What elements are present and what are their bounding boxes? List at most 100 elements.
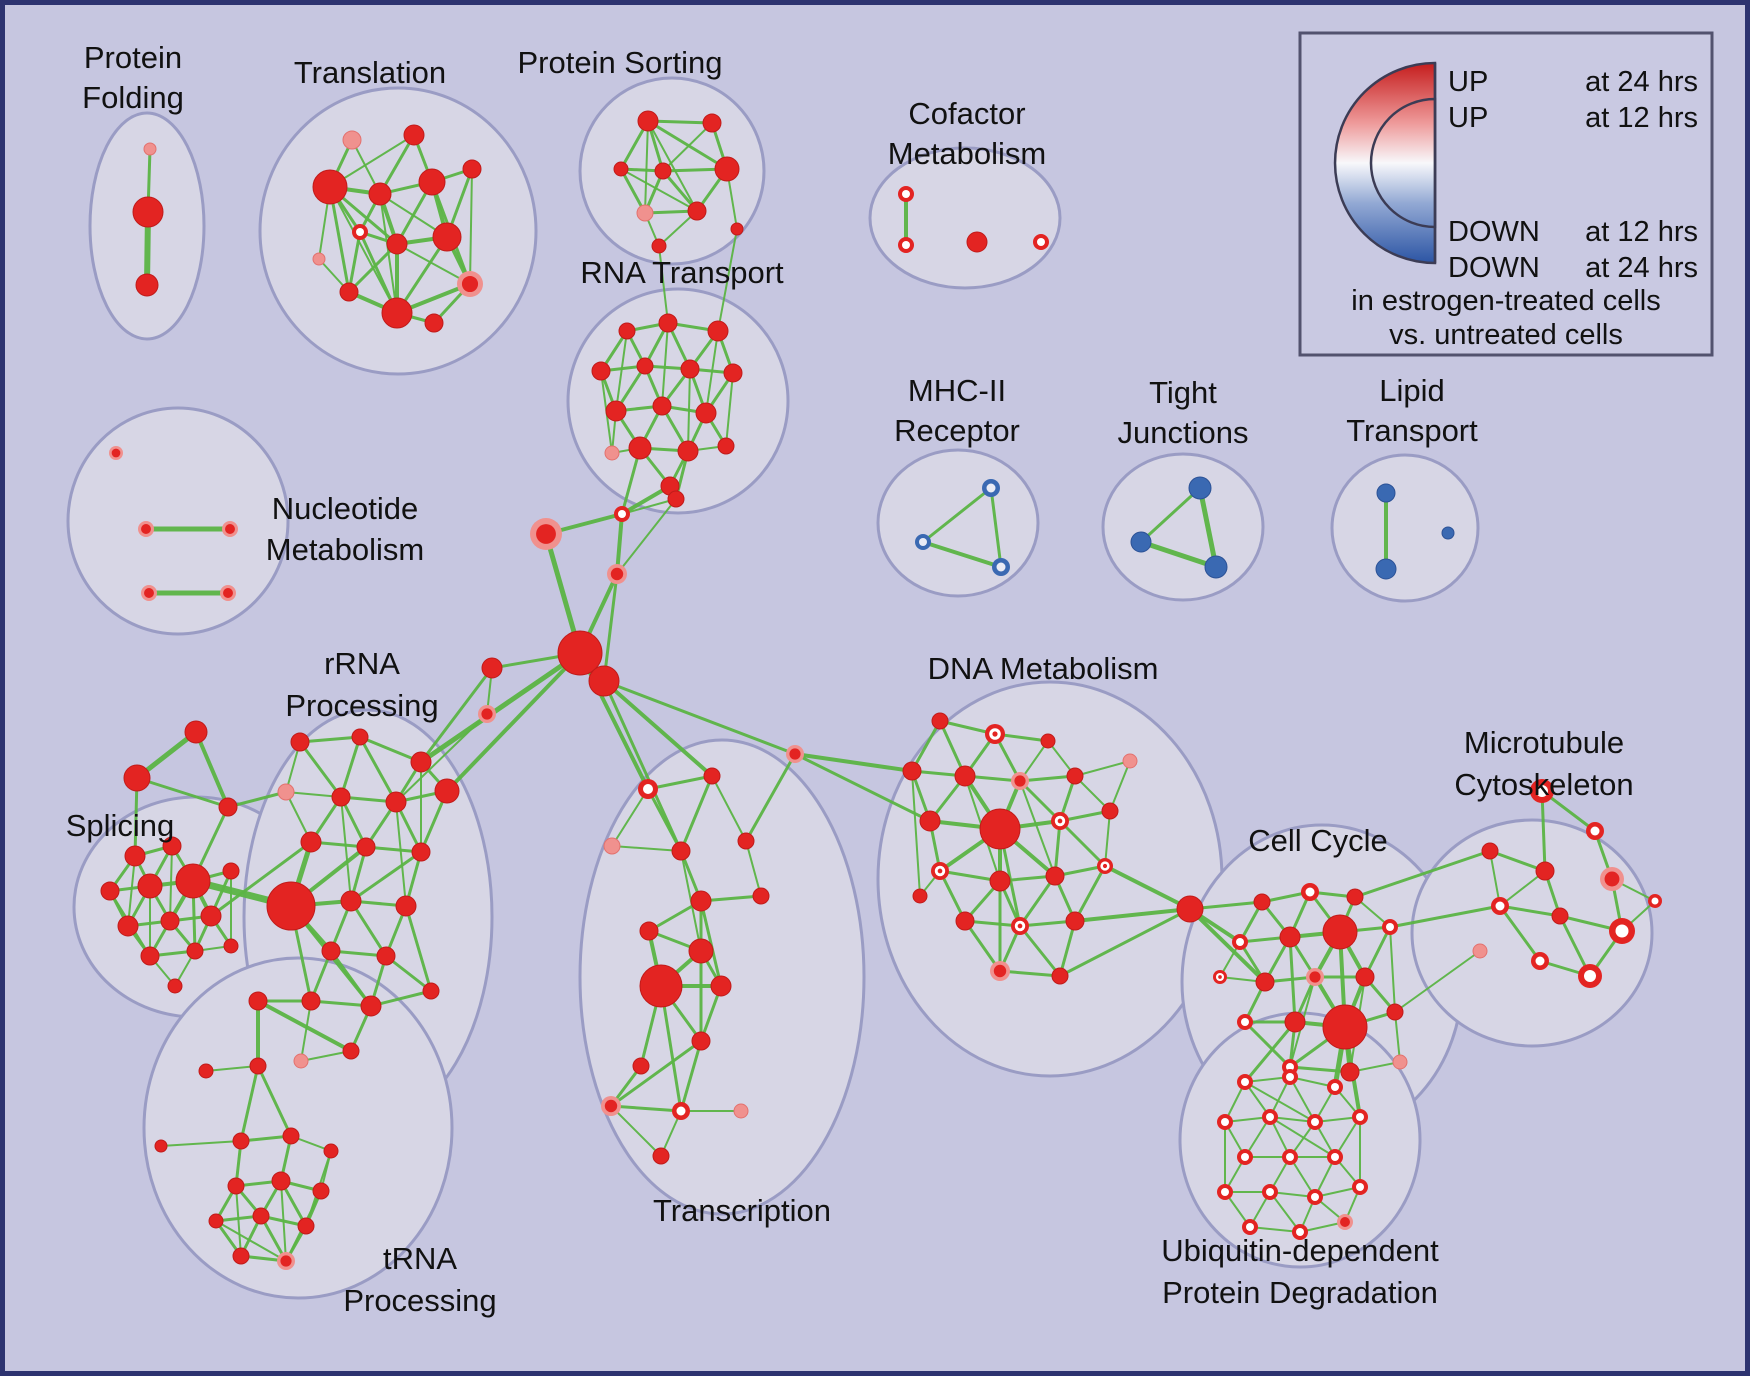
gene-node[interactable] [1472, 943, 1488, 959]
gene-node[interactable] [985, 724, 1005, 744]
gene-node[interactable] [376, 946, 396, 966]
gene-node[interactable] [248, 991, 268, 1011]
gene-node[interactable] [282, 1127, 300, 1145]
gene-node[interactable] [723, 363, 743, 383]
gene-node[interactable] [1337, 1214, 1353, 1230]
gene-node[interactable] [714, 156, 740, 182]
gene-node[interactable] [695, 402, 717, 424]
gene-node[interactable] [1322, 914, 1358, 950]
gene-node[interactable] [667, 490, 685, 508]
gene-node[interactable] [1375, 558, 1397, 580]
gene-node[interactable] [1262, 1109, 1278, 1125]
gene-node[interactable] [1097, 858, 1113, 874]
gene-node[interactable] [752, 887, 770, 905]
gene-node[interactable] [360, 995, 382, 1017]
gene-node[interactable] [717, 437, 735, 455]
gene-node[interactable] [222, 521, 238, 537]
gene-node[interactable] [232, 1132, 250, 1150]
gene-node[interactable] [331, 787, 351, 807]
gene-node[interactable] [227, 1177, 245, 1195]
gene-node[interactable] [186, 942, 204, 960]
gene-node[interactable] [1481, 842, 1499, 860]
gene-node[interactable] [1011, 917, 1029, 935]
gene-node[interactable] [1376, 483, 1396, 503]
gene-node[interactable] [1386, 1003, 1404, 1021]
gene-node[interactable] [312, 169, 348, 205]
gene-node[interactable] [786, 745, 804, 763]
gene-node[interactable] [688, 938, 714, 964]
gene-node[interactable] [530, 518, 562, 550]
gene-node[interactable] [912, 888, 928, 904]
gene-node[interactable] [137, 873, 163, 899]
gene-node[interactable] [386, 233, 408, 255]
gene-node[interactable] [672, 1102, 690, 1120]
gene-node[interactable] [651, 238, 667, 254]
gene-node[interactable] [100, 881, 120, 901]
gene-node[interactable] [208, 1213, 224, 1229]
gene-node[interactable] [481, 657, 503, 679]
gene-node[interactable] [955, 911, 975, 931]
gene-node[interactable] [184, 720, 208, 744]
gene-node[interactable] [422, 982, 440, 1000]
gene-node[interactable] [266, 881, 316, 931]
gene-node[interactable] [637, 110, 659, 132]
gene-node[interactable] [601, 1096, 621, 1116]
gene-node[interactable] [1130, 531, 1152, 553]
gene-node[interactable] [1531, 952, 1549, 970]
gene-node[interactable] [1307, 1114, 1323, 1130]
gene-node[interactable] [167, 978, 183, 994]
gene-node[interactable] [1011, 772, 1029, 790]
gene-node[interactable] [312, 1182, 330, 1200]
gene-node[interactable] [1648, 894, 1662, 908]
gene-node[interactable] [639, 964, 683, 1008]
gene-node[interactable] [138, 521, 154, 537]
gene-node[interactable] [411, 842, 431, 862]
gene-node[interactable] [707, 320, 729, 342]
gene-node[interactable] [175, 863, 211, 899]
gene-node[interactable] [1242, 1219, 1258, 1235]
gene-node[interactable] [737, 832, 755, 850]
gene-node[interactable] [607, 564, 627, 584]
gene-node[interactable] [457, 271, 483, 297]
gene-node[interactable] [1237, 1074, 1253, 1090]
gene-node[interactable] [1033, 234, 1049, 250]
gene-node[interactable] [293, 1053, 309, 1069]
gene-node[interactable] [200, 905, 222, 927]
gene-node[interactable] [340, 890, 362, 912]
gene-node[interactable] [1253, 893, 1271, 911]
gene-node[interactable] [1307, 1189, 1323, 1205]
gene-node[interactable] [1392, 1054, 1408, 1070]
gene-node[interactable] [368, 182, 392, 206]
gene-node[interactable] [710, 975, 732, 997]
gene-node[interactable] [1065, 911, 1085, 931]
gene-node[interactable] [1284, 1011, 1306, 1033]
gene-node[interactable] [1535, 861, 1555, 881]
gene-node[interactable] [403, 124, 425, 146]
gene-node[interactable] [1600, 867, 1624, 891]
gene-node[interactable] [652, 396, 672, 416]
gene-node[interactable] [604, 445, 620, 461]
gene-node[interactable] [557, 630, 603, 676]
gene-node[interactable] [902, 761, 922, 781]
gene-node[interactable] [385, 791, 407, 813]
gene-node[interactable] [677, 440, 699, 462]
gene-node[interactable] [979, 808, 1021, 850]
gene-node[interactable] [1040, 733, 1056, 749]
gene-node[interactable] [132, 196, 164, 228]
gene-node[interactable] [588, 665, 620, 697]
gene-node[interactable] [141, 585, 157, 601]
gene-node[interactable] [652, 1147, 670, 1165]
gene-node[interactable] [232, 1247, 250, 1265]
gene-node[interactable] [1352, 1109, 1368, 1125]
gene-node[interactable] [603, 837, 621, 855]
gene-node[interactable] [1279, 926, 1301, 948]
gene-node[interactable] [1578, 964, 1602, 988]
gene-node[interactable] [1282, 1069, 1298, 1085]
gene-node[interactable] [638, 779, 658, 799]
gene-node[interactable] [301, 991, 321, 1011]
gene-node[interactable] [1232, 934, 1248, 950]
gene-node[interactable] [989, 870, 1011, 892]
gene-node[interactable] [628, 436, 652, 460]
gene-node[interactable] [123, 764, 151, 792]
gene-node[interactable] [143, 142, 157, 156]
